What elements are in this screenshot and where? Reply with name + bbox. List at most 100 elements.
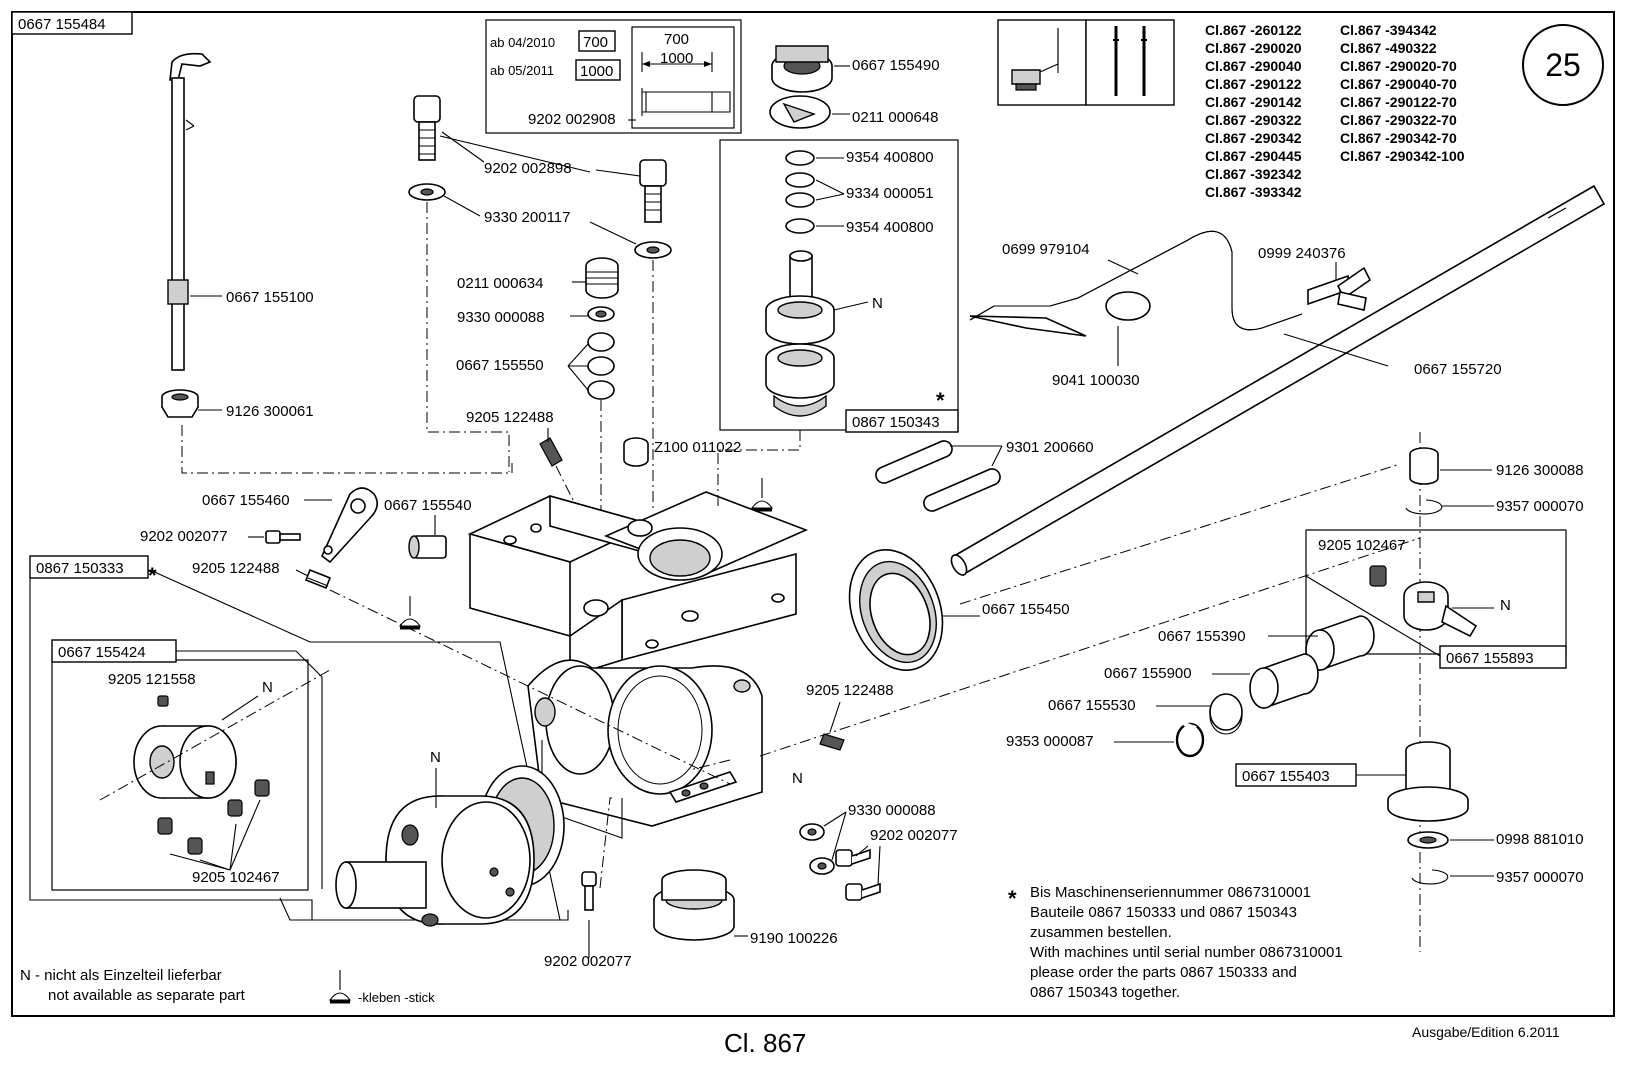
label-p121558: 9205 121558 xyxy=(108,671,196,688)
label-p000070b: 9357 000070 xyxy=(1496,869,1584,886)
label-p002077c: 9202 002077 xyxy=(544,953,632,970)
bushing-300088 xyxy=(1409,447,1439,485)
label-p122488c: 9205 122488 xyxy=(806,682,894,699)
label-p300061: 9126 300061 xyxy=(226,403,314,420)
label-p200117: 9330 200117 xyxy=(484,209,570,226)
cam-000648 xyxy=(769,95,831,129)
label-2: Cl.867 -290020-70 xyxy=(1340,58,1457,74)
label-4: Cl.867 -290122-70 xyxy=(1340,94,1457,110)
collar-155424 xyxy=(133,695,237,799)
label-p400800b: 9354 400800 xyxy=(846,219,934,236)
washer-200117a xyxy=(408,183,446,201)
label-star: * xyxy=(148,563,157,588)
label-p122488b: 9205 122488 xyxy=(466,409,554,426)
label-star: * xyxy=(1008,886,1017,911)
page-number: 25 xyxy=(1545,47,1581,83)
label-p155390: 0667 155390 xyxy=(1158,628,1246,645)
label-p002077b: 9202 002077 xyxy=(870,827,958,844)
label-row2_label: ab 05/2011 xyxy=(490,63,554,78)
label-p011022: Z100 011022 xyxy=(654,439,741,456)
label-de3: zusammen bestellen. xyxy=(1030,924,1172,941)
seal-155450 xyxy=(848,549,944,671)
label-p300088: 9126 300088 xyxy=(1496,462,1584,479)
bushing-155390 xyxy=(1305,615,1375,672)
circlip-000087 xyxy=(1175,722,1205,758)
label-p155550: 0667 155550 xyxy=(456,357,544,374)
washers-000088b xyxy=(799,823,835,875)
label-p200660: 9301 200660 xyxy=(1006,439,1094,456)
plug-000634 xyxy=(585,257,619,299)
washer-000088a xyxy=(587,306,615,322)
setscrew-122488a xyxy=(304,568,332,590)
bushing-155540 xyxy=(408,535,447,559)
page-number-circle xyxy=(1522,24,1604,106)
plate-155460 xyxy=(321,487,378,564)
label-0: Cl.867 -260122 xyxy=(1205,22,1302,38)
label-p400800a: 9354 400800 xyxy=(846,149,934,166)
screws-002077b xyxy=(835,848,881,901)
footer-edition: Ausgabe/Edition 6.2011 xyxy=(1412,1024,1560,1040)
label-p002898: 9202 002898 xyxy=(484,160,572,177)
label-p000088b: 9330 000088 xyxy=(848,802,936,819)
label-9: Cl.867 -393342 xyxy=(1205,184,1302,200)
label-p155403: 0667 155403 xyxy=(1242,768,1330,785)
label-0: Cl.867 -394342 xyxy=(1340,22,1437,38)
length-variant-box: ab 04/2010 700 ab 05/2011 1000 700 1000 … xyxy=(485,19,742,134)
label-p100226: 9190 100226 xyxy=(750,930,838,947)
label-p000088a: 9330 000088 xyxy=(457,309,545,326)
bushing-100226 xyxy=(653,869,735,941)
setscrews-102467a xyxy=(157,779,270,855)
glue-icon xyxy=(750,478,774,512)
label-p100030: 9041 100030 xyxy=(1052,372,1140,389)
label-p155460: 0667 155460 xyxy=(202,492,290,509)
label-p150343: 0867 150343 xyxy=(852,414,940,431)
label-dim_bottom: 1000 xyxy=(660,50,693,67)
label-7: Cl.867 -290342-100 xyxy=(1340,148,1465,164)
label-p102467b: 9205 102467 xyxy=(1318,537,1406,554)
washer-200117b xyxy=(634,241,672,259)
label-n: N xyxy=(1500,597,1511,614)
label-p000634: 0211 000634 xyxy=(457,275,543,292)
label-4: Cl.867 -290142 xyxy=(1205,94,1302,110)
label-p155100: 0667 155100 xyxy=(226,289,314,306)
label-p000051: 9334 000051 xyxy=(846,185,934,202)
label-2: Cl.867 -290040 xyxy=(1205,58,1302,74)
label-6: Cl.867 -290342-70 xyxy=(1340,130,1457,146)
label-n: N xyxy=(262,679,273,696)
label-n: N xyxy=(872,295,883,312)
setscrew-122488b xyxy=(539,437,563,467)
label-p881010: 0998 881010 xyxy=(1496,831,1584,848)
label-p150333: 0867 150333 xyxy=(36,560,124,577)
twin-needle-icon xyxy=(1085,19,1175,106)
label-p000087: 9353 000087 xyxy=(1006,733,1094,750)
label-3: Cl.867 -290040-70 xyxy=(1340,76,1457,92)
cap-011022 xyxy=(623,437,649,467)
screw-002077c xyxy=(581,871,597,911)
disc-155530 xyxy=(1209,693,1243,735)
label-en2: please order the parts 0867 150333 and xyxy=(1030,964,1297,981)
drawing-number: 0667 155484 xyxy=(18,16,106,33)
legend: N - nicht als Einzelteil lieferbar not a… xyxy=(20,967,435,1005)
label-row1_label: ab 04/2010 xyxy=(490,35,555,50)
screw-002898b xyxy=(639,159,667,223)
label-p240376: 0999 240376 xyxy=(1258,245,1346,262)
label-1: Cl.867 -290020 xyxy=(1205,40,1302,56)
label-p155540: 0667 155540 xyxy=(384,497,472,514)
label-row1_value: 700 xyxy=(583,34,608,51)
label-p102467a: 9205 102467 xyxy=(192,869,280,886)
label-de1: Bis Maschinenseriennummer 0867310001 xyxy=(1030,884,1311,901)
serial-note: * Bis Maschinenseriennummer 0867310001 B… xyxy=(1008,884,1343,1001)
label-p000070a: 9357 000070 xyxy=(1496,498,1584,515)
tee-240376 xyxy=(1307,266,1372,311)
hook-shaft-assembly xyxy=(765,250,835,417)
glue-icon xyxy=(328,970,352,1004)
hook-assembly-N xyxy=(335,765,565,927)
label-en1: With machines until serial number 086731… xyxy=(1030,944,1343,961)
balls-155550 xyxy=(587,332,615,400)
screw-002898a xyxy=(413,95,441,161)
shaft-155100 xyxy=(167,52,212,371)
presser-foot-icon xyxy=(997,19,1087,106)
shaft-155720 xyxy=(950,184,1606,576)
oil-tube-979104 xyxy=(969,230,1303,337)
bushing-300061 xyxy=(161,389,199,418)
